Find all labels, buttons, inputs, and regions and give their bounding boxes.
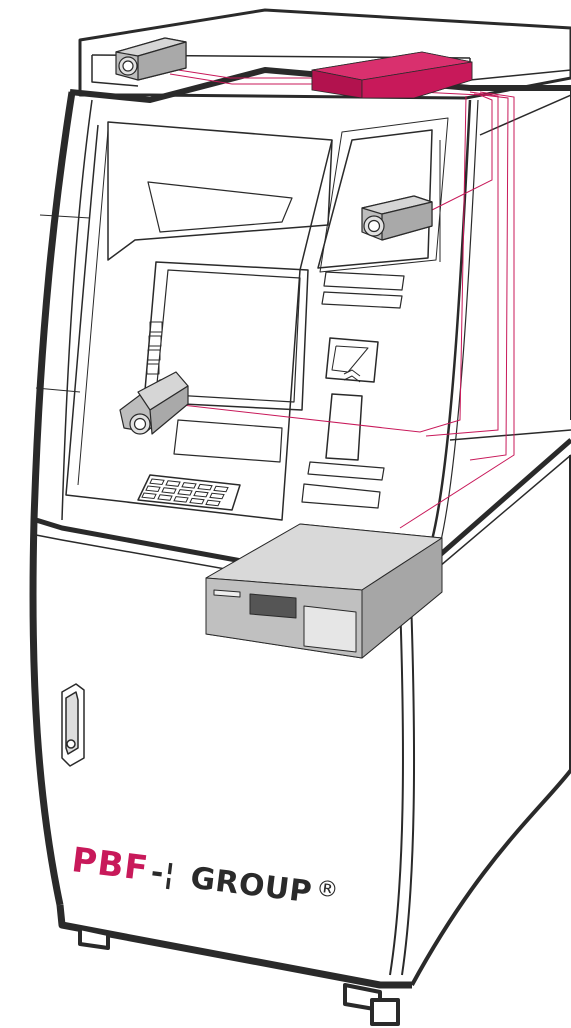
door-handle-icon[interactable] bbox=[62, 684, 84, 766]
screen-side-button[interactable] bbox=[149, 336, 161, 346]
atm-fascia bbox=[66, 122, 332, 520]
camera-icon bbox=[362, 196, 432, 240]
receipt-slot[interactable] bbox=[174, 420, 282, 462]
logo-brand: PBF bbox=[70, 840, 151, 889]
atm-right-panel bbox=[302, 118, 448, 508]
recorder-display bbox=[250, 594, 296, 618]
cash-dispenser-slot[interactable] bbox=[326, 394, 362, 460]
logo-group: GROUP bbox=[188, 861, 313, 911]
logo-registered: ® bbox=[315, 876, 340, 903]
logo-separator: -¦ bbox=[149, 855, 178, 893]
brand-logo: PBF -¦ GROUP ® bbox=[69, 840, 340, 913]
screen-side-button[interactable] bbox=[148, 350, 160, 360]
recorder-unit-icon bbox=[206, 524, 442, 658]
screen-side-button[interactable] bbox=[150, 322, 162, 332]
screen-side-button[interactable] bbox=[147, 364, 159, 374]
recorder-panel bbox=[304, 606, 356, 652]
